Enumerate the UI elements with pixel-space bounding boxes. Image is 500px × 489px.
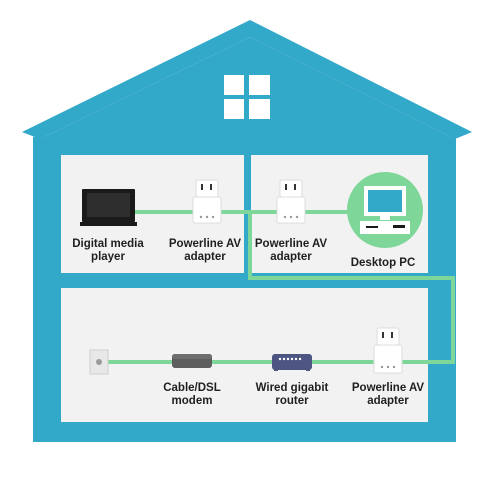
tv-label-line1: Digital media	[72, 238, 144, 250]
tv-label: Digital media player	[53, 238, 163, 264]
ethernet-cable	[100, 210, 455, 364]
desktop-pc-icon	[347, 172, 423, 248]
desktop-label: Desktop PC	[328, 257, 438, 270]
modem-label-line1: Cable/DSL	[163, 382, 221, 394]
router-label: Wired gigabit router	[237, 382, 347, 408]
adapter-upstairs-right-label-line1: Powerline AV	[254, 238, 328, 250]
tv-label-line2: player	[91, 251, 125, 263]
adapter-upstairs-left-label: Powerline AV adapter	[150, 238, 260, 264]
adapter-upstairs-left-label-line1: Powerline AV	[168, 238, 242, 250]
modem-label-line2: modem	[171, 395, 213, 407]
attic-window-icon	[224, 75, 270, 119]
powerline-adapter-icon	[276, 179, 306, 224]
powerline-adapter-icon	[192, 179, 222, 224]
router-label-line1: Wired gigabit	[255, 382, 329, 394]
adapter-downstairs-label: Powerline AV adapter	[333, 382, 443, 408]
powerline-adapter-icon	[373, 327, 403, 374]
wall-outlet-icon	[89, 349, 109, 375]
adapter-upstairs-right-label-line2: adapter	[270, 251, 312, 263]
adapter-downstairs-label-line2: adapter	[367, 395, 409, 407]
modem-icon	[172, 354, 212, 368]
adapter-downstairs-label-line1: Powerline AV	[351, 382, 425, 394]
router-label-line2: router	[275, 395, 309, 407]
adapter-upstairs-left-label-line2: adapter	[184, 251, 226, 263]
router-icon	[272, 354, 312, 371]
desktop-label-line1: Desktop PC	[350, 257, 416, 269]
modem-label: Cable/DSL modem	[137, 382, 247, 408]
tv-icon	[80, 189, 137, 226]
adapter-upstairs-right-label: Powerline AV adapter	[236, 238, 346, 264]
room-downstairs	[61, 288, 428, 422]
